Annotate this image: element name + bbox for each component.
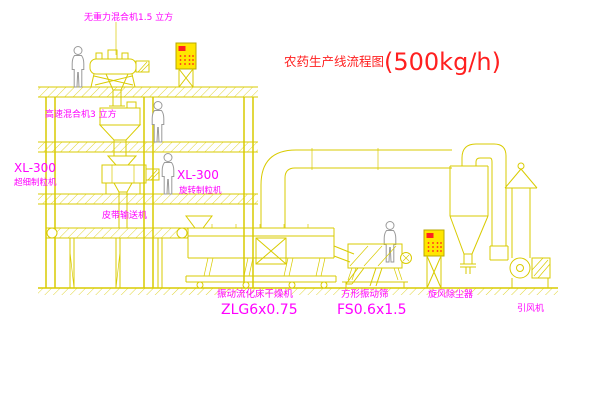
diagram-capacity: (500kg/h) <box>384 48 501 76</box>
label-granulator-center-name: 旋转制粒机 <box>179 185 222 196</box>
exhaust-duct <box>260 148 452 228</box>
worker-figure <box>151 101 165 143</box>
fluid-bed-dryer <box>185 215 355 289</box>
worker-figure <box>383 221 397 263</box>
diagram-title: 农药生产线流程图 <box>284 54 384 69</box>
vibrating-sieve <box>342 243 412 288</box>
induced-draft-fan <box>489 245 551 288</box>
label-speed-mixer: 高速混合机3 立方 <box>45 108 117 120</box>
exhaust-stack <box>504 162 538 258</box>
building-structure <box>38 86 558 295</box>
label-sieve-name: 方形振动筛 <box>341 288 389 300</box>
label-granulator-center-model: XL-300 <box>177 168 219 182</box>
label-dryer-name: 振动流化床干燥机 <box>217 288 294 300</box>
label-top-mixer: 无重力混合机1.5 立方 <box>84 11 173 23</box>
label-granulator-left-name: 超细制粒机 <box>14 177 57 188</box>
cyclone-separator <box>449 143 507 274</box>
label-dryer-model: ZLG6x0.75 <box>221 302 298 318</box>
label-granulator-left-model: XL-300 <box>14 161 56 175</box>
label-sieve-model: FS0.6x1.5 <box>337 302 407 318</box>
gravity-free-mixer <box>89 22 150 107</box>
rotary-granulator <box>100 155 160 228</box>
label-belt-conveyor: 皮带输送机 <box>102 209 147 221</box>
label-fan: 引风机 <box>517 302 544 314</box>
label-cyclone: 旋风除尘器 <box>428 288 473 300</box>
high-speed-mixer <box>98 101 142 156</box>
control-cabinet-lower <box>421 229 447 289</box>
belt-conveyor <box>46 227 188 289</box>
worker-figure <box>161 153 175 195</box>
worker-figure <box>71 46 85 88</box>
control-cabinet-upper <box>174 42 198 88</box>
